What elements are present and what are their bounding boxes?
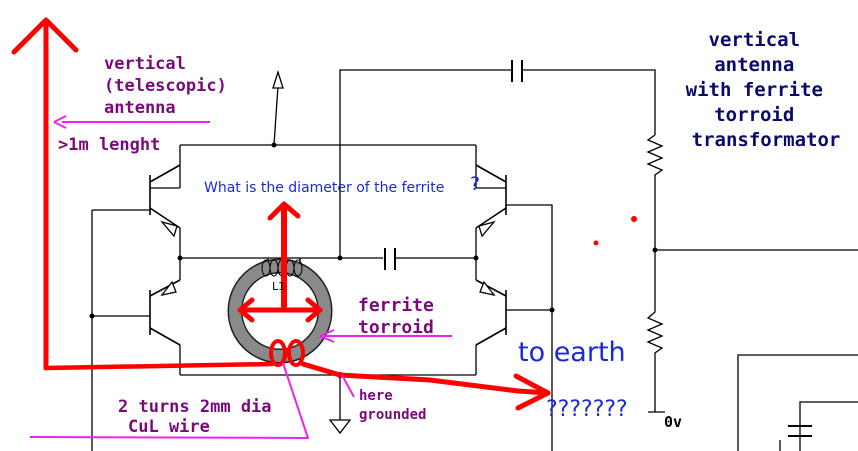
svg-text:here grounded: here grounded	[359, 388, 426, 423]
resistor-top	[646, 134, 664, 250]
antenna-label-1: vertical	[104, 54, 186, 74]
top-capacitor	[511, 60, 523, 82]
title-line-3: with ferrite	[686, 79, 823, 101]
red-annotations	[11, 17, 551, 411]
svg-text:vertical antenna with: vertical antenna with ferrite torroid tr…	[686, 29, 841, 151]
wire-label-1: 2 turns 2mm dia	[118, 397, 272, 417]
question-mark: ?	[470, 173, 480, 195]
title-line-5: transformator	[692, 129, 841, 151]
grounded-label-1: here	[359, 388, 393, 404]
transistor-q4	[475, 279, 507, 346]
transistor-q1	[149, 164, 181, 229]
resistor-bottom	[646, 250, 664, 412]
title-line-2: antenna	[714, 54, 794, 76]
earth-arrowhead	[513, 373, 551, 411]
grounded-pointer	[341, 374, 355, 398]
grounded-label-2: grounded	[359, 407, 426, 423]
transistor-q3	[475, 164, 507, 229]
length-label: >1m lenght	[58, 135, 160, 155]
magenta-pointers	[29, 115, 452, 440]
zero-volt-label: 0v	[664, 413, 682, 431]
svg-text:vertical (telescopic): vertical (telescopic) antenna	[104, 54, 237, 118]
ferrite-label-2: torroid	[358, 317, 434, 338]
wire-label-2: CuL wire	[128, 417, 210, 437]
earth-wire	[300, 361, 551, 396]
wire-pointer	[29, 362, 310, 440]
coil-label: L1	[272, 280, 285, 293]
question-text: What is the diameter of the ferrite	[204, 180, 444, 196]
wire-turn-2	[287, 339, 305, 367]
svg-text:2 turns 2mm dia CuL wire: 2 turns 2mm dia CuL wire	[118, 397, 282, 437]
antenna-label-2: (telescopic)	[104, 76, 227, 96]
svg-text:ferrite torroid: ferrite torroid	[358, 295, 445, 338]
antenna-arrowhead	[11, 17, 79, 55]
unknown-label: ???????	[546, 397, 628, 422]
circuit	[91, 60, 858, 451]
supply-arrow-head	[272, 69, 284, 89]
transistor-q2	[149, 279, 181, 346]
wire-turn-1	[269, 339, 287, 367]
to-earth-label: to earth	[518, 337, 626, 368]
middle-capacitor	[384, 248, 396, 270]
title-line-1: vertical	[709, 29, 801, 51]
supply-arrow	[273, 85, 279, 146]
ground-symbol	[328, 419, 352, 435]
antenna-label-3: antenna	[104, 98, 176, 118]
red-dots	[593, 216, 637, 246]
lower-right-capacitor	[788, 425, 812, 437]
lower-right-box	[737, 354, 858, 451]
feedback-wire	[339, 69, 512, 258]
title-line-4: torroid	[714, 104, 794, 126]
ferrite-label-1: ferrite	[358, 295, 434, 316]
